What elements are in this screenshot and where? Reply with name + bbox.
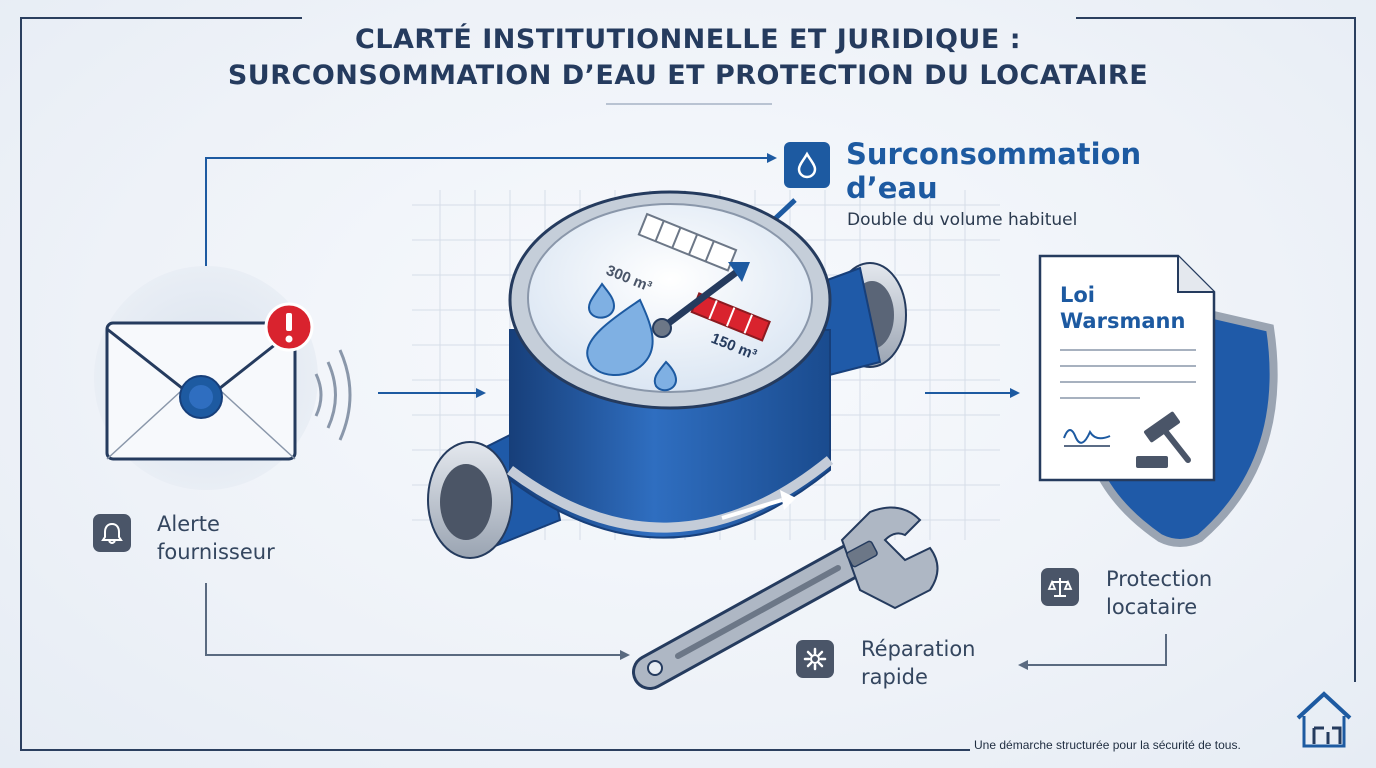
alert-label: Alerte fournisseur xyxy=(157,510,275,566)
law-document-illustration xyxy=(1038,254,1278,547)
bell-icon xyxy=(101,522,123,544)
protection-label-line-2: locataire xyxy=(1106,595,1198,619)
footer-note: Une démarche structurée pour la sécurité… xyxy=(974,738,1241,752)
frame-top-right xyxy=(1076,17,1356,19)
repair-label-line-1: Réparation xyxy=(861,637,976,661)
frame-left xyxy=(20,17,22,751)
water-meter-illustration xyxy=(427,190,907,559)
water-drop-icon xyxy=(797,151,817,179)
page-title: CLARTÉ INSTITUTIONNELLE ET JURIDIQUE : S… xyxy=(0,22,1376,94)
overconsumption-title-line-1: Surconsommation xyxy=(846,137,1142,171)
connector-alert-to-repair xyxy=(205,583,630,660)
title-divider xyxy=(606,103,772,105)
connector-alert-to-overconsumption xyxy=(205,153,777,298)
repair-label-line-2: rapide xyxy=(861,665,928,689)
overconsumption-title: Surconsommation d’eau xyxy=(846,137,1141,205)
alert-label-line-2: fournisseur xyxy=(157,540,275,564)
gear-icon-box xyxy=(796,640,834,678)
alert-label-line-1: Alerte xyxy=(157,512,220,536)
envelope-alert-illustration xyxy=(94,266,352,490)
scales-icon-box xyxy=(1041,568,1079,606)
overconsumption-subtitle: Double du volume habituel xyxy=(847,210,1078,230)
wrench-illustration xyxy=(632,506,939,690)
frame-top-left xyxy=(20,17,302,19)
title-line-2: SURCONSOMMATION D’EAU ET PROTECTION DU L… xyxy=(227,60,1149,91)
protection-label: Protection locataire xyxy=(1106,565,1212,621)
house-logo xyxy=(1296,691,1352,748)
law-document-title: Loi Warsmann xyxy=(1060,282,1185,334)
gear-icon xyxy=(803,647,827,671)
bell-icon-box xyxy=(93,514,131,552)
law-document-title-line-2: Warsmann xyxy=(1060,309,1186,333)
title-line-1: CLARTÉ INSTITUTIONNELLE ET JURIDIQUE : xyxy=(355,24,1021,55)
frame-right xyxy=(1354,17,1356,682)
law-document-title-line-1: Loi xyxy=(1060,283,1096,307)
connector-protection-to-repair xyxy=(1018,634,1167,670)
repair-label: Réparation rapide xyxy=(861,635,976,691)
scales-icon xyxy=(1047,578,1073,597)
frame-bottom xyxy=(20,749,970,751)
water-drop-icon-box xyxy=(784,142,830,188)
overconsumption-title-line-2: d’eau xyxy=(846,171,938,205)
protection-label-line-1: Protection xyxy=(1106,567,1213,591)
